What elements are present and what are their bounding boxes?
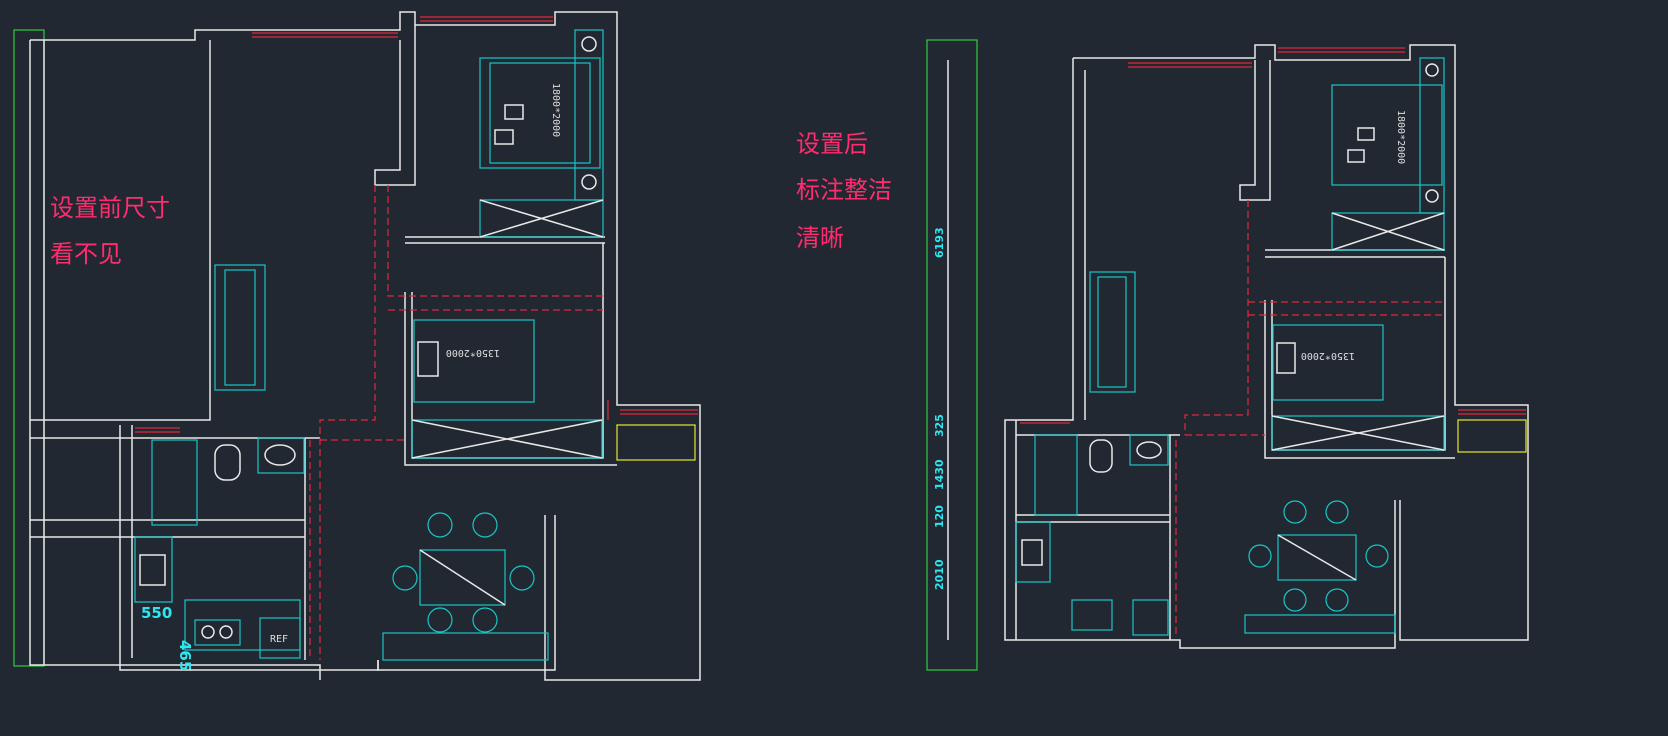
windows-before [135,16,698,433]
note-after-line3: 清晰 [796,224,844,252]
storage-cabinet [1271,415,1445,451]
storage-cabinet [411,419,603,459]
toilet [1089,439,1113,473]
dim-120: 120 [933,505,946,528]
sideboard [1244,614,1396,634]
toilet [214,444,241,481]
plan-after: 6193 325 1430 120 2010 1800*2000 1350*20… [926,39,1529,671]
dining-table [419,549,506,606]
dimension-frame-before [13,29,45,667]
dashed-lines-before [309,185,603,660]
sofa [1089,271,1136,393]
master-bed [1331,84,1443,186]
windows-after [1020,47,1526,424]
furniture-after: 1800*2000 1350*2000 [1015,57,1445,636]
balcony-door-after [1457,419,1527,453]
shower-grid [1034,434,1078,516]
dimension-frame-after [926,39,978,671]
sideboard [382,632,549,661]
balcony-door-before [616,424,696,461]
master-bed-size: 1800*2000 [550,83,561,137]
sink [257,437,305,474]
fridge-label: REF [270,634,288,645]
dashed-lines-after [1175,200,1445,635]
second-bed [413,319,535,403]
note-before-line2: 看不见 [50,240,122,268]
walls-after [1004,44,1529,649]
second-bed-size: 1350*2000 [1301,350,1355,361]
note-after-line1: 设置后 [796,130,868,158]
cabinet [479,199,604,238]
cabinet [1331,212,1445,251]
furniture-before: 1800*2000 1350*2000 REF 550 465 [134,29,604,671]
dim-2010: 2010 [933,559,946,590]
dim-1430: 1430 [933,459,946,490]
walls-before [29,11,701,681]
note-after-line2: 标注整洁 [796,176,892,204]
second-bed [1272,324,1384,401]
dining-table [1277,534,1357,581]
master-bed-size: 1800*2000 [1395,110,1406,164]
dim-325: 325 [933,414,946,437]
master-bed [479,57,601,169]
shower-grid [151,439,198,526]
note-before-line1: 设置前尺寸 [50,194,170,222]
sink [1129,434,1169,466]
dim-465: 465 [176,640,194,671]
plan-before: 1800*2000 1350*2000 REF 550 465 [13,11,701,681]
sofa [214,264,266,391]
second-bed-size: 1350*2000 [446,347,500,358]
dim-6193: 6193 [933,227,946,258]
dim-550: 550 [141,604,172,622]
